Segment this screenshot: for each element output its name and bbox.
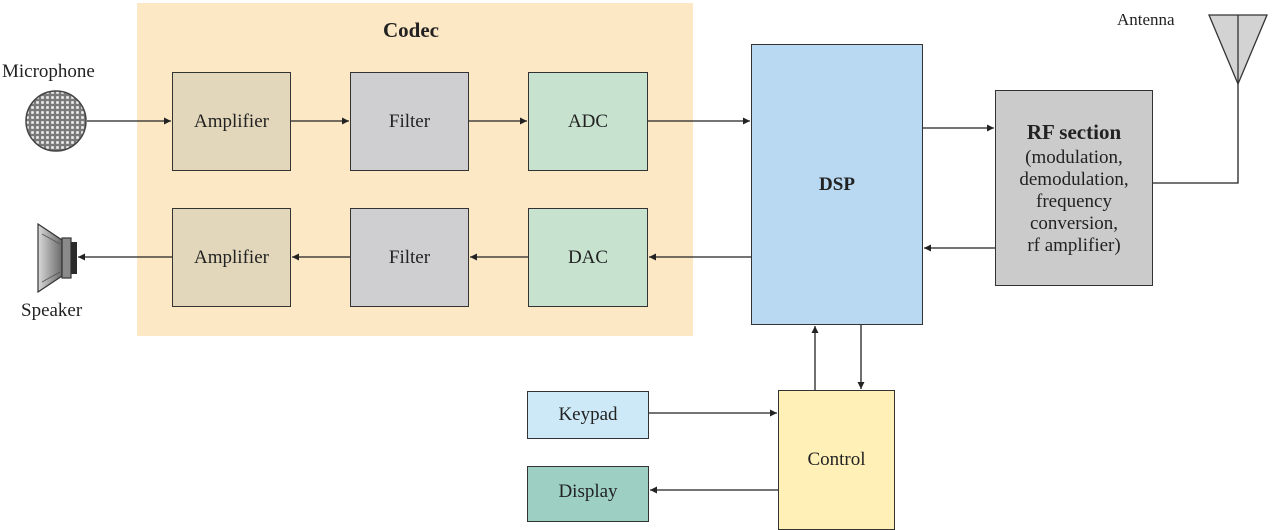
output-amplifier-block: Amplifier	[172, 208, 291, 307]
input-filter-block: Filter	[350, 72, 469, 171]
speaker-label: Speaker	[21, 300, 83, 321]
rf-section-block: RF section (modulation, demodulation, fr…	[995, 90, 1153, 286]
rf-detail-line: demodulation,	[1019, 169, 1129, 190]
microphone-label: Microphone	[2, 61, 95, 82]
rf-detail-line: conversion,	[1029, 213, 1119, 234]
dsp-block: DSP	[751, 44, 923, 325]
rf-antenna-line	[1153, 84, 1239, 184]
keypad-block: Keypad	[527, 391, 649, 439]
rf-detail-line: rf amplifier)	[1027, 235, 1121, 256]
adc-block: ADC	[528, 72, 648, 171]
antenna-icon	[1208, 14, 1268, 86]
input-amplifier-block: Amplifier	[172, 72, 291, 171]
connections-layer	[25, 14, 1268, 494]
dac-block: DAC	[528, 208, 648, 307]
microphone-icon	[25, 90, 87, 152]
rf-section-title: RF section	[1026, 120, 1122, 144]
codec-title: Codec	[383, 18, 439, 42]
speaker-icon	[37, 222, 77, 294]
rf-detail-line: frequency	[1036, 191, 1112, 212]
display-block: Display	[527, 466, 649, 522]
output-filter-block: Filter	[350, 208, 469, 307]
antenna-label: Antenna	[1117, 10, 1175, 29]
phone-block-diagram: Codec Microphone Speaker Antenna Amplifi…	[2, 3, 1268, 530]
rf-detail-line: (modulation,	[1025, 147, 1123, 168]
control-block: Control	[778, 390, 895, 530]
